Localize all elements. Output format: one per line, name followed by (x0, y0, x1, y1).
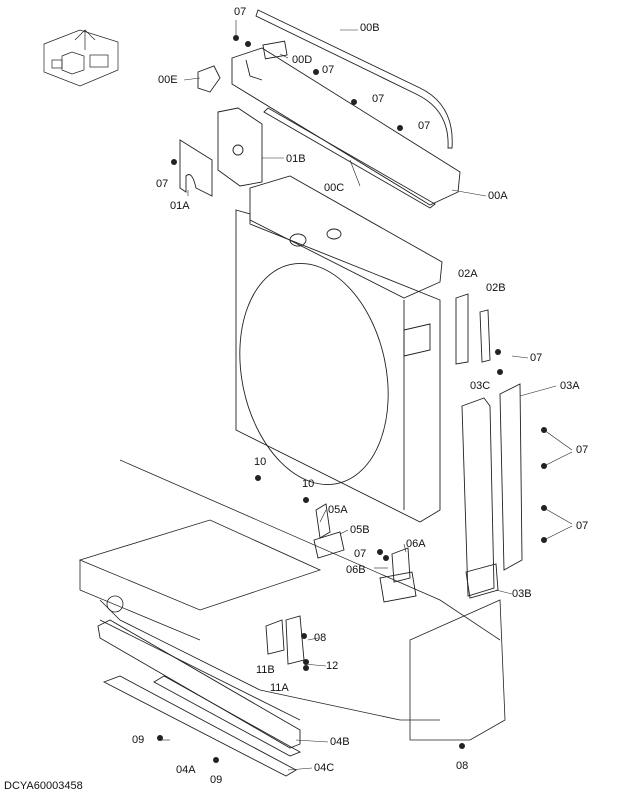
plate-04a (102, 675, 297, 777)
fasteners (157, 35, 547, 763)
callout-11b: 11B (256, 664, 275, 676)
leader-lines (158, 20, 573, 771)
drawing-code: DCYA60003458 (4, 780, 83, 792)
plate-03c (461, 397, 495, 597)
plate-03a (499, 383, 523, 571)
bracket-11b (265, 619, 285, 655)
callout-06b: 06B (346, 564, 366, 576)
plate-03b (465, 563, 499, 599)
machine-location-icon (43, 29, 119, 87)
callout-07: 07 (156, 178, 169, 190)
callout-07: 07 (354, 548, 367, 560)
callout-09: 09 (132, 734, 145, 746)
radiator-filler (326, 228, 342, 240)
callout-10: 10 (254, 456, 267, 468)
callout-11a: 11A (270, 682, 289, 694)
bar-04b (97, 619, 301, 749)
callout-04a: 04A (176, 764, 196, 776)
callout-07: 07 (234, 6, 247, 18)
callout-07: 07 (530, 352, 543, 364)
fan-shroud (235, 209, 441, 523)
callout-08: 08 (456, 760, 469, 772)
pad-01b (217, 107, 263, 187)
callout-12: 12 (326, 660, 339, 672)
callout-00b: 00B (360, 22, 380, 34)
callout-05a: 05A (328, 504, 348, 516)
callout-04c: 04C (314, 762, 335, 774)
seal-02b (479, 309, 491, 363)
bracket-01a (179, 139, 213, 197)
cushion-00e (197, 65, 221, 93)
bracket-06a (391, 547, 411, 583)
callout-01b: 01B (286, 153, 306, 165)
rubber-strip-00c (263, 107, 436, 209)
callout-04b: 04B (330, 736, 350, 748)
fan-opening (239, 262, 389, 486)
cushion-05b (313, 531, 345, 559)
callout-03c: 03C (470, 380, 491, 392)
callout-09: 09 (210, 774, 223, 786)
callout-01a: 01A (170, 200, 190, 212)
seal-strip-00b (255, 9, 453, 149)
cover-plate-00a (231, 47, 461, 206)
bracket-05a (315, 503, 331, 539)
callout-10: 10 (302, 478, 315, 490)
callout-07: 07 (418, 120, 431, 132)
callout-00d: 00D (292, 54, 313, 66)
cover-plate-00a-edge (245, 59, 263, 81)
callout-07: 07 (576, 444, 589, 456)
callout-05b: 05B (350, 524, 370, 536)
callout-00e: 00E (158, 74, 178, 86)
callout-03b: 03B (512, 588, 532, 600)
seal-02a (455, 293, 469, 365)
callout-06a: 06A (406, 538, 426, 550)
block-00d (262, 40, 288, 60)
bracket-11a (285, 615, 305, 665)
pad-hole (232, 144, 244, 156)
callout-00a: 00A (488, 190, 508, 202)
callout-03a: 03A (560, 380, 580, 392)
shroud-mount-tab (403, 323, 431, 357)
callout-07: 07 (322, 64, 335, 76)
callout-02b: 02B (486, 282, 506, 294)
frame-structure (78, 459, 506, 741)
callout-07: 07 (372, 93, 385, 105)
callout-07: 07 (576, 520, 589, 532)
callout-02a: 02A (458, 268, 478, 280)
strip-04c (153, 675, 302, 757)
callout-08: 08 (314, 632, 327, 644)
callout-00c: 00C (324, 182, 345, 194)
cushion-06b (379, 571, 417, 603)
